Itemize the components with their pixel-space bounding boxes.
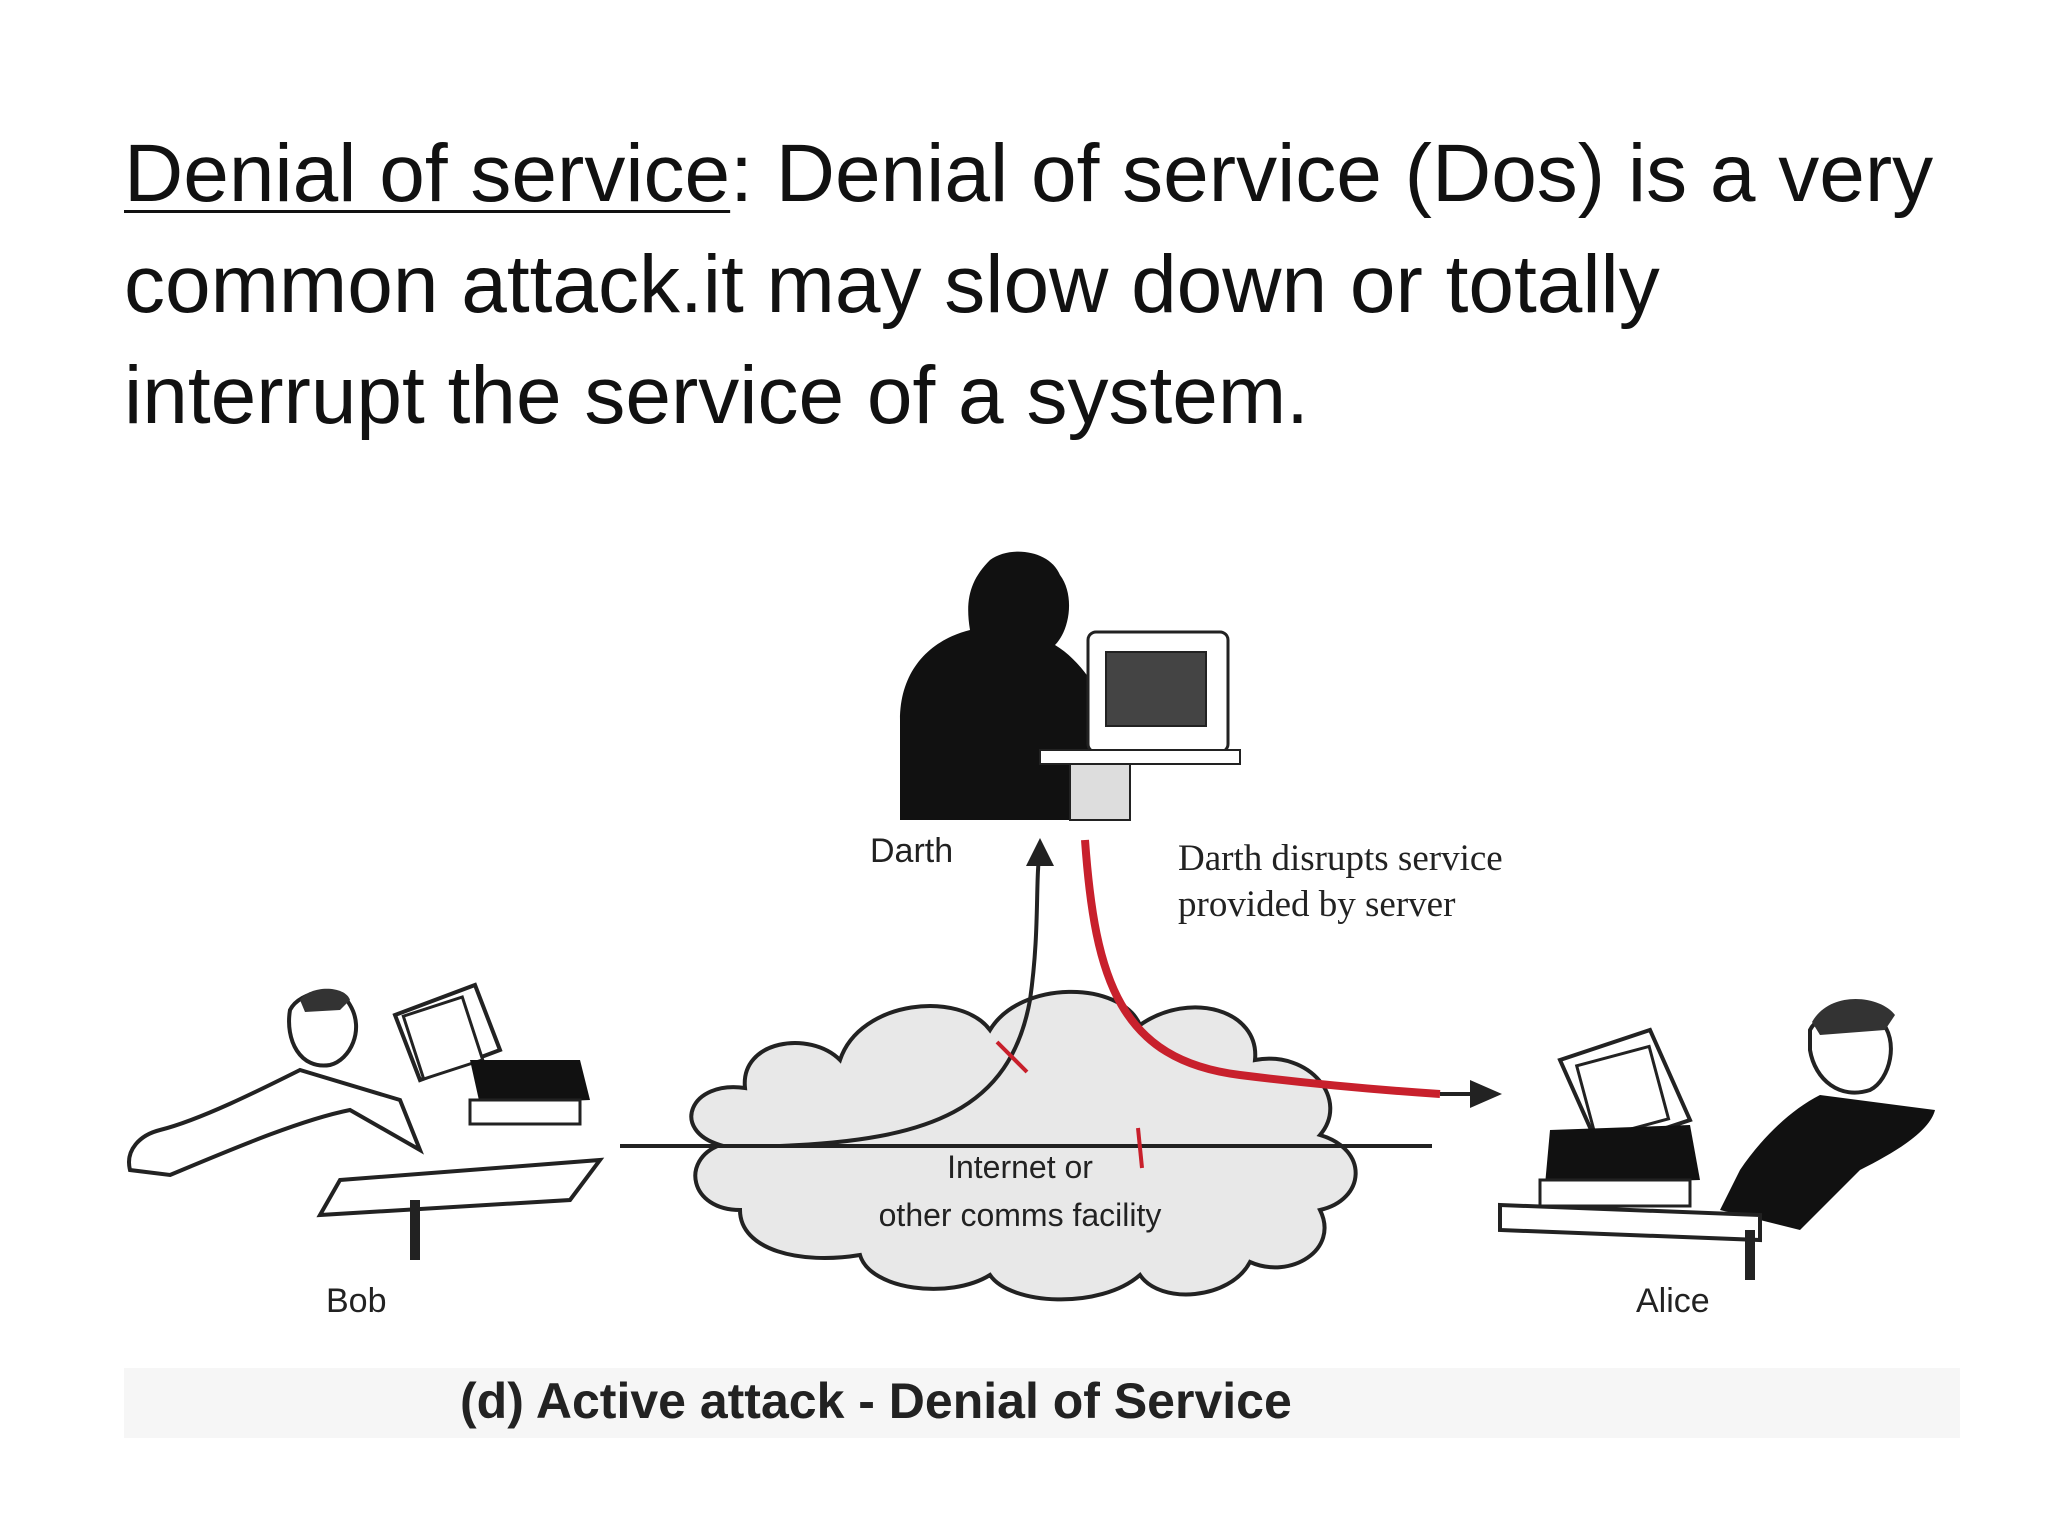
annotation-line-1: Darth disrupts service [1178,838,1503,879]
slide-definition: Denial of service (Dos) is a very common… [124,128,1934,441]
slide-term: Denial of service [124,128,731,219]
darth-intercept-path [779,849,1042,1148]
bob-label: Bob [326,1282,387,1320]
darth-figure [900,551,1241,821]
alice-figure [1498,998,1935,1280]
block-mark [995,1040,1029,1074]
arrow-up-icon [1026,838,1054,866]
alice-label: Alice [1636,1282,1710,1320]
block-mark-2 [1136,1127,1144,1169]
slide-body-text: Denial of service: Denial of service (Do… [124,118,1964,451]
bob-figure [127,982,605,1260]
caption-band [124,1368,1960,1438]
term-colon: : [730,128,753,219]
cloud-label-1: Internet or [947,1149,1093,1185]
figure-caption: (d) Active attack - Denial of Service [460,1373,1292,1429]
attack-path [1081,839,1441,1098]
arrow-right-icon [1470,1080,1502,1108]
annotation-line-2: provided by server [1178,884,1455,925]
darth-label: Darth [870,832,953,870]
cloud-label-2: other comms facility [879,1197,1162,1233]
